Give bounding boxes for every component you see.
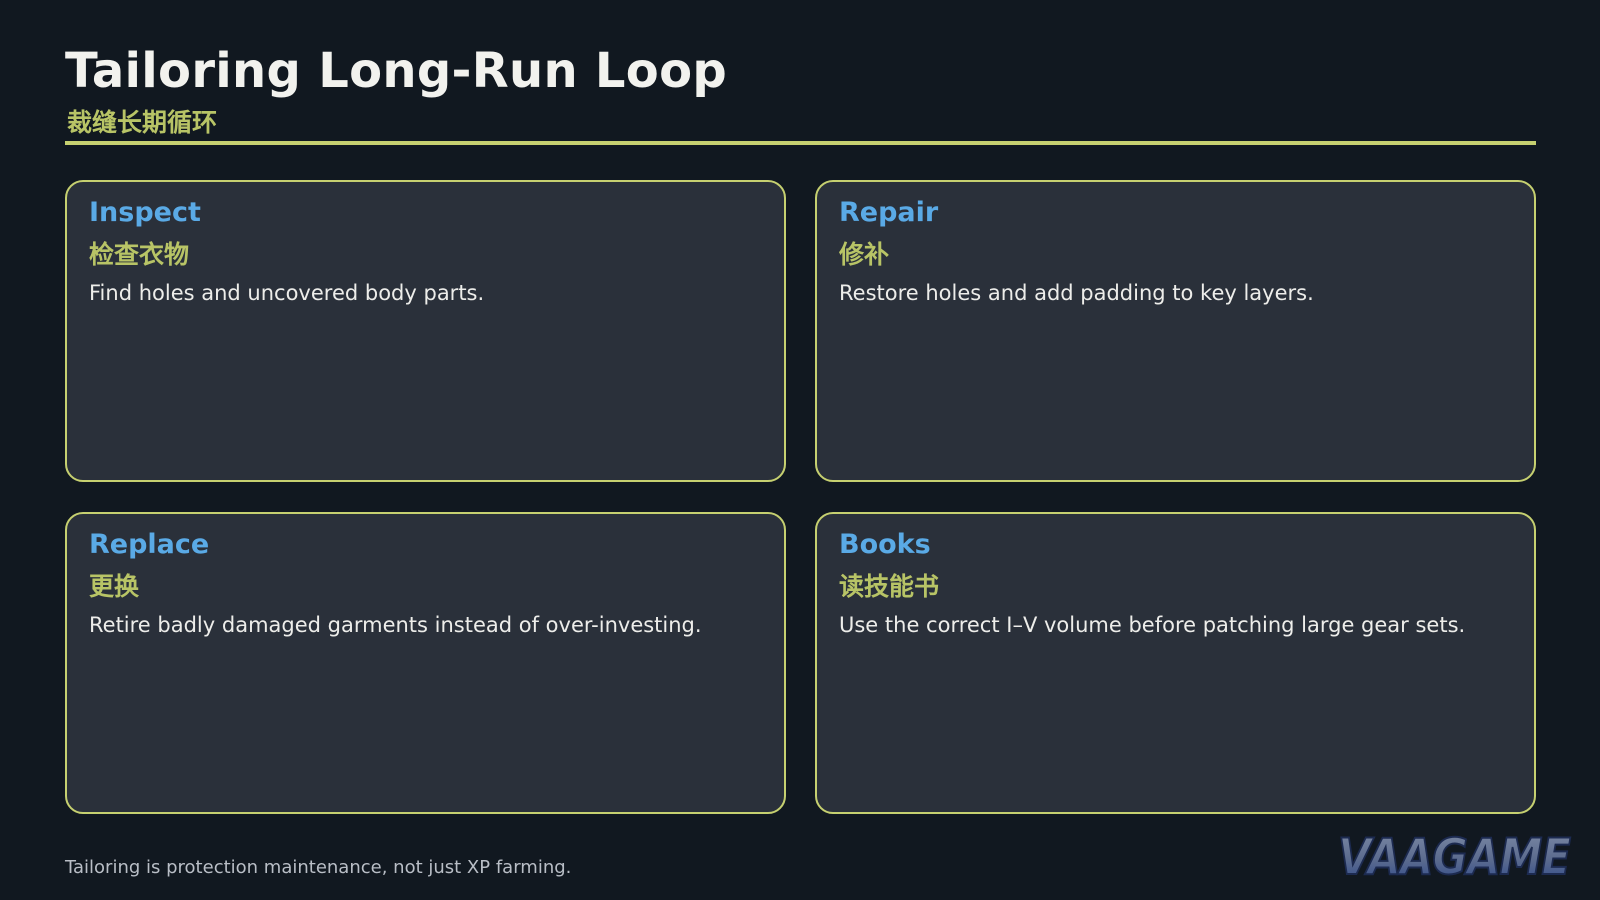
card-description: Use the correct I–V volume before patchi… [839,613,1466,637]
card-books: Books 读技能书 Use the correct I–V volume be… [815,512,1536,814]
card-title: Replace [89,529,210,560]
card-title-chinese: 检查衣物 [89,240,190,269]
card-title: Books [839,529,931,560]
footer-note: Tailoring is protection maintenance, not… [65,857,572,878]
page-title: Tailoring Long-Run Loop [65,43,728,99]
card-description: Retire badly damaged garments instead of… [89,613,702,637]
logo-wordmark: VAAGAME [1338,828,1571,886]
title-underline-divider [65,141,1536,145]
card-title: Repair [839,197,939,228]
card-description: Restore holes and add padding to key lay… [839,281,1314,305]
card-title-chinese: 修补 [839,240,890,269]
card-title-chinese: 读技能书 [839,572,940,601]
card-title: Inspect [89,197,201,228]
vaagame-logo: VAAGAME [1337,827,1573,886]
card-repair: Repair 修补 Restore holes and add padding … [815,180,1536,482]
card-replace: Replace 更换 Retire badly damaged garments… [65,512,786,814]
page-subtitle-chinese: 裁缝长期循环 [67,108,218,137]
card-description: Find holes and uncovered body parts. [89,281,485,305]
card-inspect: Inspect 检查衣物 Find holes and uncovered bo… [65,180,786,482]
card-title-chinese: 更换 [89,572,140,601]
